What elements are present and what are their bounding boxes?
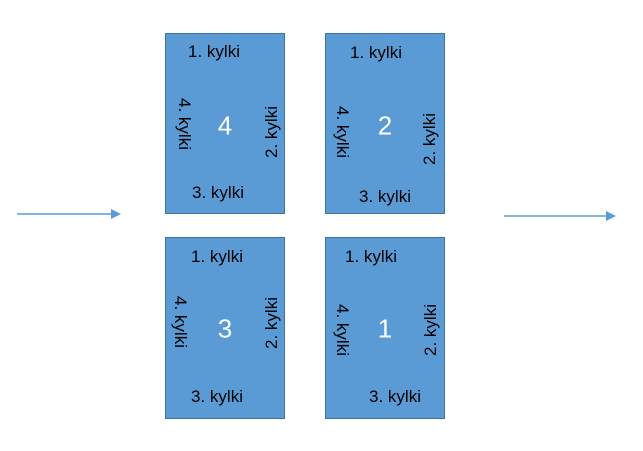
- panel-3: 1. kylki 2. kylki 3. kylki 4. kylki 3: [165, 237, 285, 419]
- panel-3-bottom-label: 3. kylki: [191, 387, 243, 406]
- panel-3-number: 3: [217, 313, 233, 344]
- panel-1-number: 1: [377, 313, 393, 344]
- panel-1-right-label: 2. kylki: [421, 304, 440, 356]
- panel-4-top-label: 1. kylki: [188, 42, 240, 61]
- panel-1: 1. kylki 2. kylki 3. kylki 4. kylki 1: [325, 237, 445, 419]
- panel-1-top-label: 1. kylki: [345, 247, 397, 266]
- panel-4: 1. kylki 2. kylki 3. kylki 4. kylki 4: [165, 33, 285, 214]
- panel-3-top-label: 1. kylki: [191, 247, 243, 266]
- panel-4-number: 4: [217, 110, 233, 141]
- panel-3-right-label: 2. kylki: [262, 297, 281, 349]
- panel-2-right-label: 2. kylki: [420, 113, 439, 165]
- panel-2-left-label: 4. kylki: [333, 106, 352, 158]
- panel-4-left-label: 4. kylki: [175, 98, 194, 150]
- left-arrow: [17, 209, 121, 219]
- panel-2-number: 2: [377, 110, 393, 141]
- right-arrow: [504, 211, 616, 221]
- panel-4-right-label: 2. kylki: [262, 106, 281, 158]
- panel-3-left-label: 4. kylki: [171, 296, 190, 348]
- panel-2-top-label: 1. kylki: [350, 43, 402, 62]
- panel-2-bottom-label: 3. kylki: [359, 187, 411, 206]
- panel-4-bottom-label: 3. kylki: [192, 183, 244, 202]
- panel-1-left-label: 4. kylki: [333, 304, 352, 356]
- panel-1-bottom-label: 3. kylki: [369, 387, 421, 406]
- panel-2: 1. kylki 2. kylki 3. kylki 4. kylki 2: [325, 33, 445, 214]
